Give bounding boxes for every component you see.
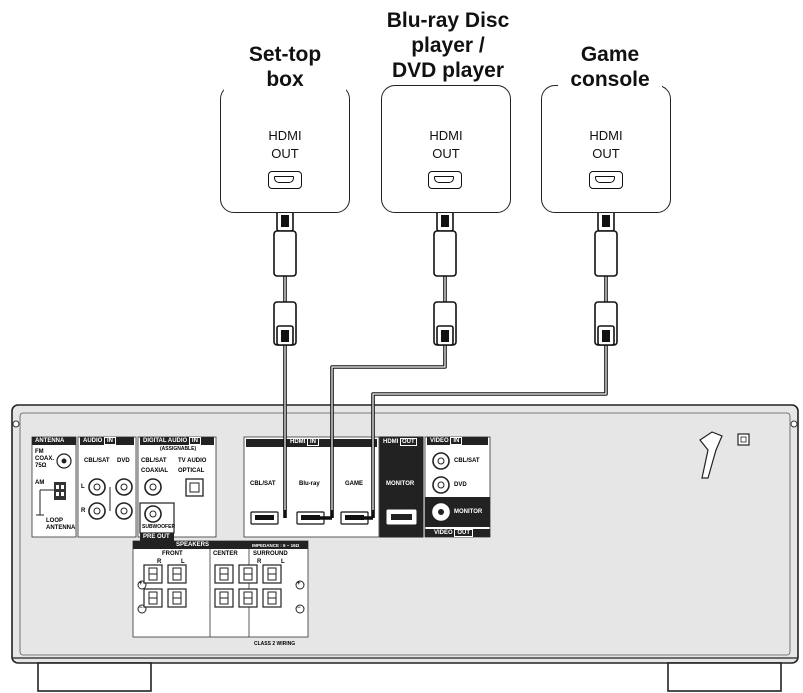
hdmi-in-game-label: GAME <box>345 481 363 487</box>
speaker-terminals <box>143 564 282 608</box>
front-r-label: R <box>157 559 162 565</box>
bluray-player-device <box>381 85 511 213</box>
hdmi-in-cblsat-label: CBL/SAT <box>250 481 276 487</box>
audio-r-label: R <box>81 508 86 514</box>
right-foot <box>667 662 782 692</box>
assignable-label: (ASSIGNABLE) <box>160 446 197 452</box>
surround-label: SURROUND <box>253 551 288 557</box>
settop-box-hdmi-out-port <box>268 171 302 189</box>
video-out-header: VIDEO OUT <box>434 529 474 537</box>
plus-right-label: + <box>297 581 301 587</box>
am-label: AM <box>35 480 45 486</box>
video-monitor-label: MONITOR <box>454 509 483 515</box>
bluray-player-hdmi-out-port <box>428 171 462 189</box>
surround-l-label: L <box>281 559 285 565</box>
center-label: CENTER <box>213 551 238 557</box>
power-cord-clip <box>699 431 723 479</box>
video-dvd-label: DVD <box>454 482 467 488</box>
hdmi-in-bluray-label: Blu-ray <box>299 481 320 487</box>
pre-out-label: PRE OUT <box>140 533 174 541</box>
class2-wiring-label: CLASS 2 WIRING <box>254 641 296 647</box>
minus-right-label: − <box>297 605 301 611</box>
speakers-impedance: IMPEDANCE : 6 ~ 16Ω <box>252 543 300 548</box>
audio-in-dvd-label: DVD <box>117 458 130 464</box>
speakers-header: SPEAKERS <box>176 542 210 548</box>
front-label: FRONT <box>162 551 183 557</box>
digital-audio-in-header: DIGITAL AUDIO IN <box>140 437 214 445</box>
video-in-header: VIDEO IN <box>427 437 488 445</box>
minus-left-label: − <box>139 605 143 611</box>
audio-l-label: L <box>81 484 85 490</box>
subwoofer-label: SUBWOOFER <box>142 524 176 530</box>
surround-r-label: R <box>257 559 262 565</box>
audio-in-cblsat-label: CBL/SAT <box>84 458 110 464</box>
left-foot <box>37 662 152 692</box>
hdmi-in-header: HDMI IN <box>290 438 320 446</box>
settop-box-device <box>220 85 350 213</box>
hdmi-out-header: HDMI OUT <box>383 438 417 446</box>
video-cblsat-label: CBL/SAT <box>454 458 480 464</box>
antenna-header: ANTENNA <box>32 437 76 445</box>
game-console-hdmi-out-port <box>589 171 623 189</box>
plus-left-label: + <box>139 581 143 587</box>
hdmi-out-monitor-label: MONITOR <box>386 481 415 487</box>
audio-in-header: AUDIO IN <box>80 437 134 445</box>
game-console-device <box>541 85 671 213</box>
front-l-label: L <box>181 559 185 565</box>
